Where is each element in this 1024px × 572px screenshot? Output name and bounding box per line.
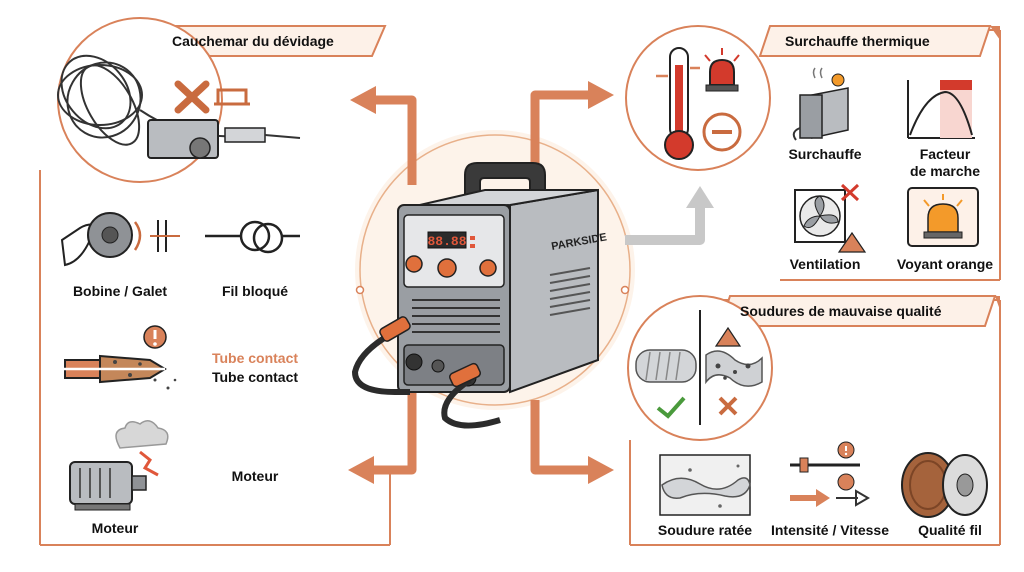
overheat-machine-icon bbox=[792, 67, 849, 141]
spool-panel-frame bbox=[39, 170, 391, 546]
label-wire: Fil bloqué bbox=[221, 283, 289, 299]
bad-weld-icon bbox=[659, 454, 751, 516]
motor-icon bbox=[69, 420, 169, 511]
arrow-gray-thermal bbox=[625, 186, 714, 245]
weld-comparison-icon bbox=[627, 295, 773, 441]
orange-lamp-icon bbox=[907, 187, 979, 247]
label-overheat: Surchauffe bbox=[788, 146, 862, 162]
cross-mark-icon bbox=[174, 80, 210, 114]
tip-warning-icon bbox=[143, 325, 167, 349]
roller-block-icon bbox=[214, 88, 250, 106]
thermal-panel-title: Surchauffe thermique bbox=[785, 33, 930, 49]
wire-spool-icon bbox=[901, 452, 988, 518]
label-lamp: Voyant orange bbox=[896, 256, 994, 272]
welder-machine: 88.88 PARKSIDE bbox=[351, 162, 608, 429]
label-motor-right: Moteur bbox=[231, 468, 279, 484]
contact-tip-icon bbox=[60, 354, 177, 390]
label-fan: Ventilation bbox=[789, 256, 861, 272]
thermometer-icon bbox=[625, 25, 771, 171]
thermal-title-banner bbox=[758, 25, 1000, 57]
label-wire-quality: Qualité fil bbox=[918, 522, 982, 538]
arrow-to-welds bbox=[530, 400, 614, 484]
duty-cycle-chart-icon bbox=[907, 80, 975, 139]
arrow-to-motor bbox=[348, 385, 417, 484]
reel-galet-icon bbox=[60, 212, 180, 267]
blocked-wire-icon bbox=[205, 220, 300, 254]
label-reel: Bobine / Galet bbox=[72, 283, 168, 299]
label-bad-weld: Soudure ratée bbox=[657, 522, 753, 538]
label-current-speed: Intensité / Vitesse bbox=[770, 522, 889, 538]
label-duty-line2: de marche bbox=[909, 163, 981, 179]
current-speed-icon bbox=[790, 441, 870, 507]
welds-panel-title: Soudures de mauvaise qualité bbox=[740, 303, 942, 319]
alarm-lamp-icon bbox=[704, 48, 740, 92]
arrow-to-spool bbox=[350, 86, 417, 185]
tangled-wire-icon bbox=[57, 17, 301, 183]
spool-panel-title: Cauchemar du dévidage bbox=[172, 33, 334, 49]
fan-icon bbox=[794, 183, 867, 253]
label-tip: Tube contact bbox=[211, 369, 299, 385]
label-duty-line1: Facteur bbox=[919, 146, 971, 162]
label-tip-orange: Tube contact bbox=[211, 350, 299, 366]
label-motor: Moteur bbox=[91, 520, 139, 536]
arrow-to-thermal bbox=[530, 81, 614, 185]
welder-display: 88.88 bbox=[427, 234, 466, 249]
